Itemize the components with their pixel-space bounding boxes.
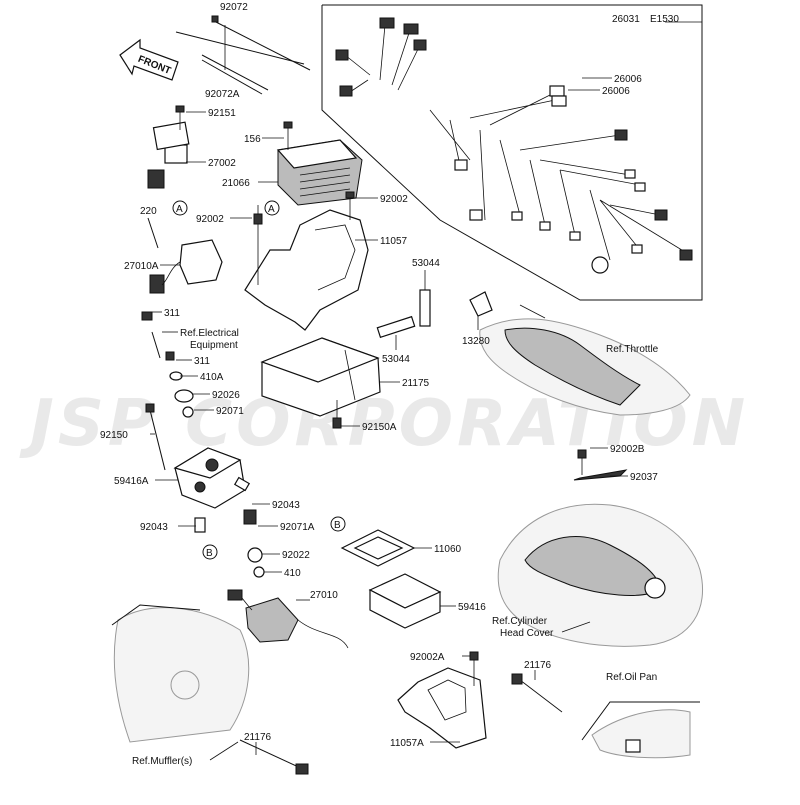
label-92026: 92026 <box>212 390 240 401</box>
marker-b-left: B <box>206 548 213 559</box>
cable-ties-group <box>175 15 311 95</box>
throttle-body-group <box>469 291 691 416</box>
ecu-group <box>260 337 381 429</box>
label-59416: 59416 <box>458 602 486 613</box>
ref-electrical-line2: Equipment <box>190 340 238 351</box>
label-92002B: 92002B <box>610 444 645 455</box>
main-harness-group <box>321 4 703 301</box>
label-92151: 92151 <box>208 108 236 119</box>
label-26031: 26031 <box>612 14 640 25</box>
label-311-upper: 311 <box>164 308 180 319</box>
label-92072A: 92072A <box>205 89 240 100</box>
label-53044-top: 53044 <box>412 258 440 269</box>
rods-group <box>376 289 431 339</box>
label-92043-right: 92043 <box>272 500 300 511</box>
oil-pan-group <box>511 673 700 759</box>
label-26006-lower: 26006 <box>602 86 630 97</box>
sensor-59416A-group <box>173 447 265 578</box>
starter-relay-group <box>147 217 223 294</box>
label-27010A: 27010A <box>124 261 159 272</box>
marker-b-right: B <box>334 520 341 531</box>
label-92002-left: 92002 <box>196 214 224 225</box>
relay-group <box>147 105 190 189</box>
label-21176-right: 21176 <box>524 660 552 671</box>
label-21066: 21066 <box>222 178 250 189</box>
label-27002: 27002 <box>208 158 236 169</box>
label-92071A: 92071A <box>280 522 315 533</box>
label-21176-bottom: 21176 <box>244 732 272 743</box>
label-26006-upper: 26006 <box>614 74 642 85</box>
label-92150A: 92150A <box>362 422 397 433</box>
label-156: 156 <box>244 134 261 145</box>
hardware-left-group <box>141 311 194 471</box>
reference-labels: Ref.Electrical Equipment Ref.Throttle Re… <box>132 328 659 767</box>
ref-throttle: Ref.Throttle <box>606 344 659 355</box>
sensor-27010-group <box>227 589 349 649</box>
label-59416A: 59416A <box>114 476 149 487</box>
label-92002-top: 92002 <box>380 194 408 205</box>
ref-cylinder-line1: Ref.Cylinder <box>492 616 548 627</box>
label-92002A: 92002A <box>410 652 445 663</box>
marker-a-top: A <box>176 204 183 215</box>
label-13280: 13280 <box>462 336 490 347</box>
label-410: 410 <box>284 568 301 579</box>
label-92037: 92037 <box>630 472 658 483</box>
bracket-11057A-group <box>397 651 487 749</box>
label-410A: 410A <box>200 372 224 383</box>
label-11060: 11060 <box>434 544 462 555</box>
bracket-11057-group <box>244 191 369 331</box>
label-53044-bottom: 53044 <box>382 354 410 365</box>
ref-cylinder-line2: Head Cover <box>500 628 554 639</box>
label-92022: 92022 <box>282 550 310 561</box>
ref-muffler: Ref.Muffler(s) <box>132 756 192 767</box>
marker-a-left: A <box>268 204 275 215</box>
label-92072: 92072 <box>220 2 248 13</box>
label-27010: 27010 <box>310 590 338 601</box>
label-11057: 11057 <box>380 236 408 247</box>
circle-markers: A A B B <box>172 200 346 560</box>
diagram-code: E1530 <box>650 14 679 25</box>
label-220: 220 <box>140 206 157 217</box>
label-311-lower: 311 <box>194 356 210 367</box>
label-92043-left: 92043 <box>140 522 168 533</box>
part-labels: 26031 26006 26006 92072 92072A 92151 270… <box>100 2 658 749</box>
regulator-group <box>276 121 363 206</box>
gasket-sensor-group <box>340 529 442 629</box>
ref-electrical-line1: Ref.Electrical <box>180 328 239 339</box>
ref-oil-pan: Ref.Oil Pan <box>606 672 657 683</box>
leader-lines <box>150 21 702 761</box>
muffler-group <box>111 604 309 775</box>
label-11057A: 11057A <box>390 738 424 749</box>
label-92071: 92071 <box>216 406 244 417</box>
front-arrow-icon: FRONT <box>119 38 179 81</box>
cylinder-head-cover-group <box>497 449 704 647</box>
label-92150: 92150 <box>100 430 128 441</box>
label-21175: 21175 <box>402 378 430 389</box>
